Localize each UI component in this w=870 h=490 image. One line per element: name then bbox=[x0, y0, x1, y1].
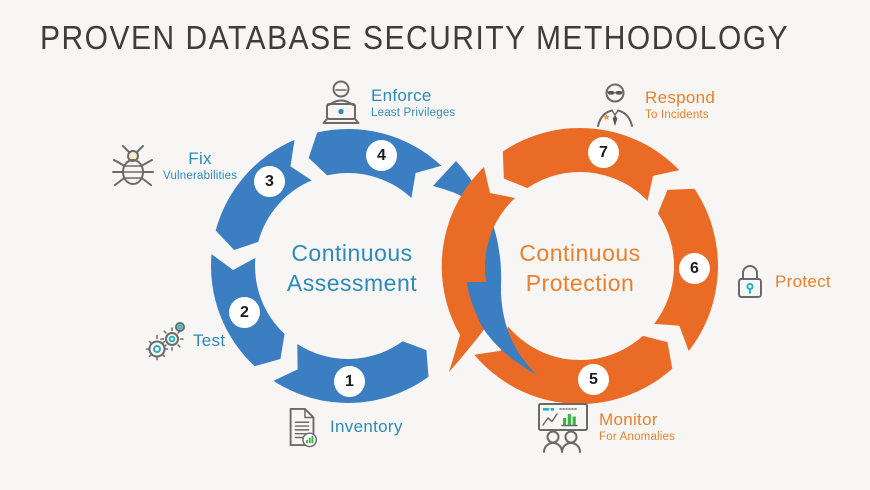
step-monitor-sublabel: For Anomalies bbox=[599, 431, 676, 443]
step-monitor-label-group: Monitor For Anomalies bbox=[534, 400, 675, 454]
step-3-badge: 3 bbox=[254, 166, 285, 197]
step-7-badge: 7 bbox=[588, 137, 619, 168]
security-guard-icon bbox=[597, 83, 633, 127]
inventory-report-icon bbox=[289, 407, 318, 448]
padlock-icon bbox=[738, 265, 762, 298]
protection-line1: Continuous bbox=[519, 240, 641, 266]
step-protect-label-group: Protect bbox=[732, 260, 831, 304]
protection-cycle-title: Continuous Protection bbox=[465, 238, 695, 298]
page-title: PROVEN DATABASE SECURITY METHODOLOGY bbox=[40, 20, 790, 57]
step-inventory-label-group: Inventory bbox=[283, 404, 403, 450]
step-4-badge: 4 bbox=[366, 140, 397, 171]
step-enforce-label: Enforce bbox=[371, 86, 432, 105]
assessment-cycle-title: Continuous Assessment bbox=[237, 238, 467, 298]
step-respond-label-group: Respond To Incidents bbox=[592, 80, 715, 130]
step-enforce-label-group: Enforce Least Privileges bbox=[318, 78, 455, 128]
step-5-badge: 5 bbox=[578, 364, 609, 395]
step-2-badge: 2 bbox=[229, 297, 260, 328]
assessment-line2: Assessment bbox=[286, 270, 418, 296]
protection-ring-segment-5 bbox=[474, 326, 673, 404]
step-test-label: Test bbox=[193, 331, 226, 350]
step-enforce-sublabel: Least Privileges bbox=[371, 107, 456, 119]
step-fix-label-group: Fix Vulnerabilities bbox=[110, 142, 237, 190]
step-6-badge: 6 bbox=[679, 253, 710, 284]
step-test-label-group: Test bbox=[144, 320, 225, 362]
step-monitor-label: Monitor bbox=[599, 410, 658, 429]
protection-line2: Protection bbox=[525, 270, 635, 296]
step-respond-sublabel: To Incidents bbox=[645, 109, 709, 121]
step-inventory-label: Inventory bbox=[330, 417, 403, 436]
gears-icon bbox=[145, 322, 185, 361]
step-protect-label: Protect bbox=[775, 272, 831, 291]
admin-laptop-icon bbox=[322, 80, 360, 124]
protection-ring-segment-7 bbox=[502, 127, 680, 201]
step-fix-sublabel: Vulnerabilities bbox=[163, 170, 238, 182]
protection-ring-segment-link bbox=[441, 167, 515, 372]
step-fix-label: Fix bbox=[188, 149, 212, 168]
assessment-line1: Continuous bbox=[291, 240, 413, 266]
step-1-badge: 1 bbox=[334, 366, 365, 397]
dashboard-team-icon bbox=[538, 403, 588, 453]
link-arc-lower bbox=[467, 282, 537, 375]
bug-icon bbox=[112, 145, 154, 186]
step-respond-label: Respond bbox=[645, 88, 716, 107]
